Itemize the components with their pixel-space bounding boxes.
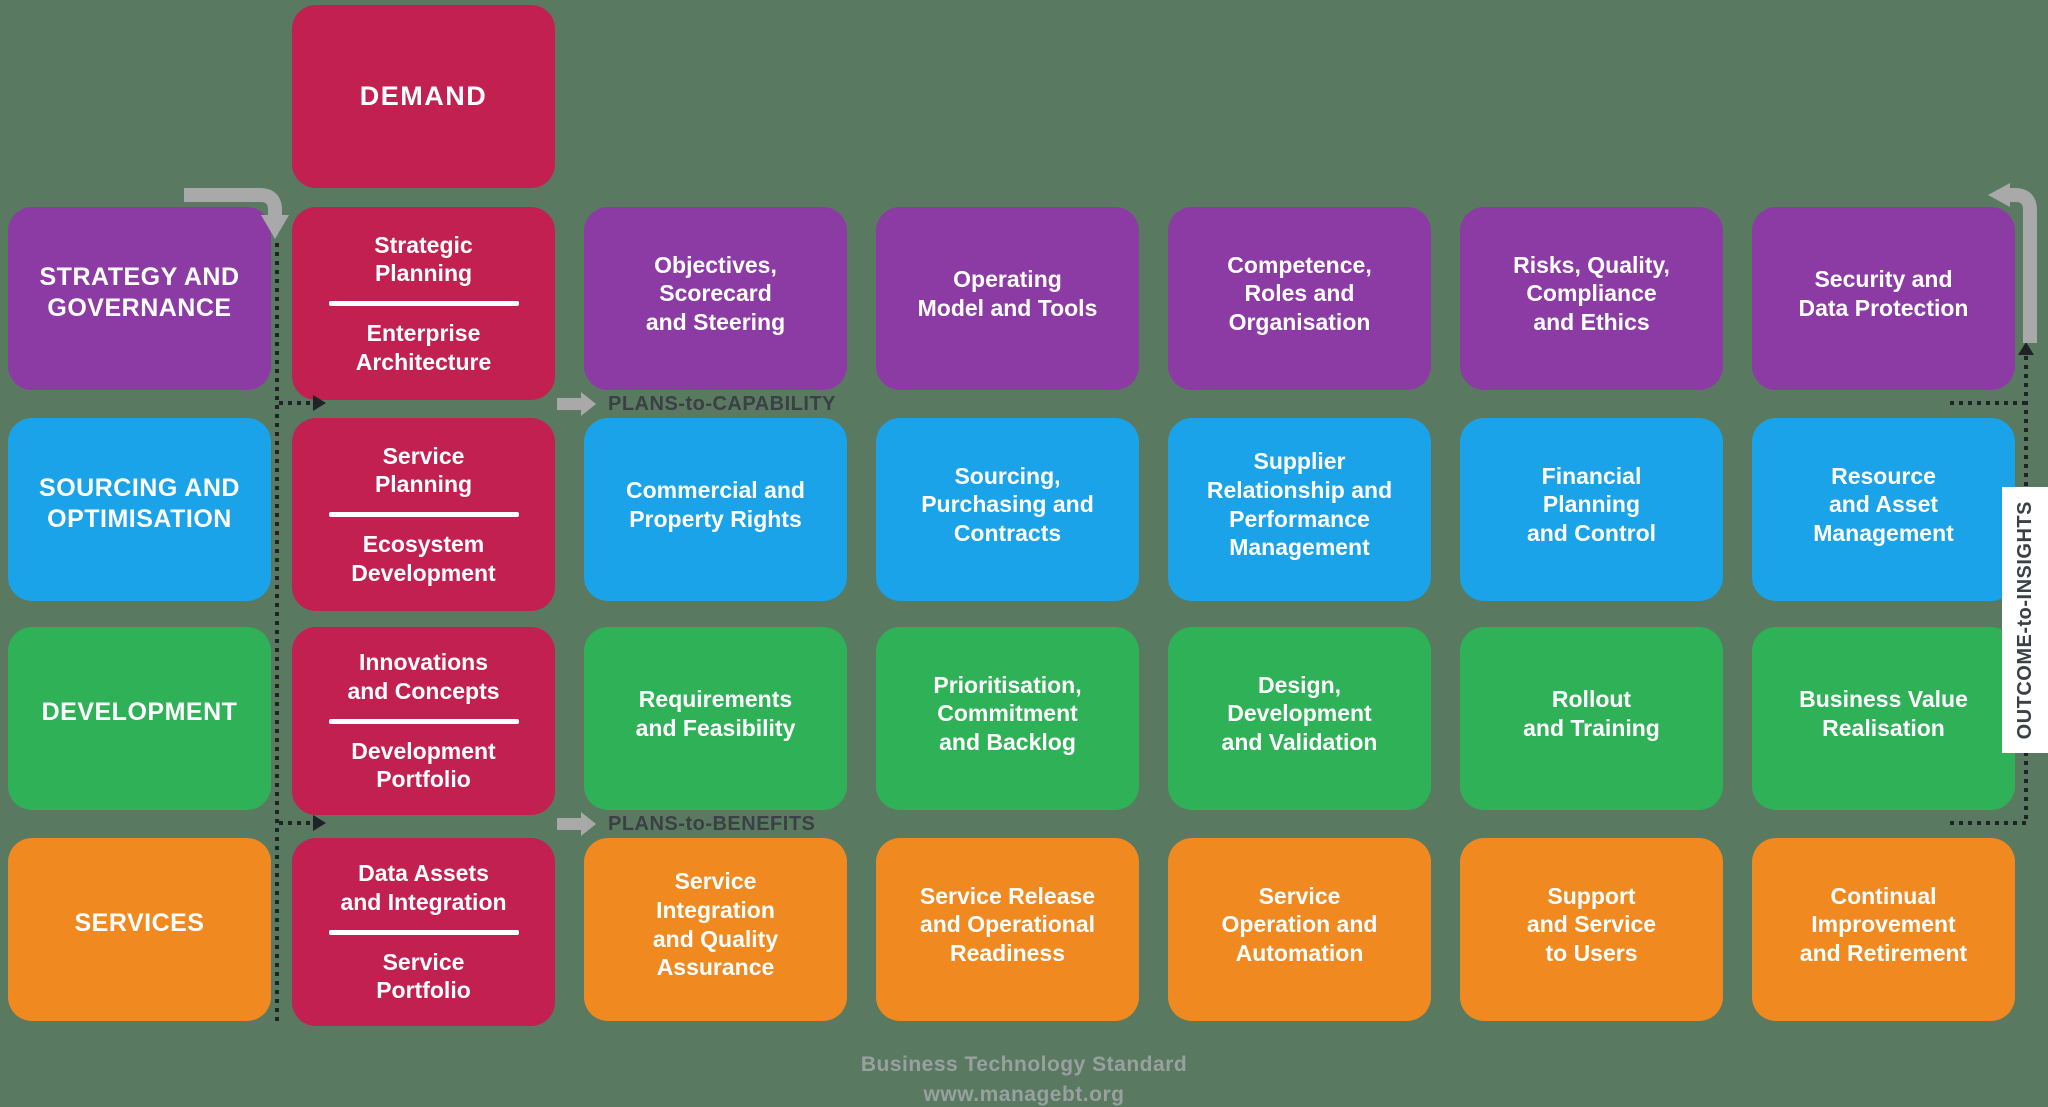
cell-competence-roles-organisation: Competence, Roles and Organisation [1168,207,1431,390]
footer-url: www.managebt.org [923,1083,1125,1107]
cell-rollout-training: Rollout and Training [1460,627,1723,810]
cell-financial-planning-control: Financial Planning and Control [1460,418,1723,601]
feedback-arrowhead-up-icon [2018,342,2034,355]
right-dotted-line-h [1950,821,2026,825]
gray-arrow-bar-icon [557,398,581,410]
row-label-services: SERVICES [8,838,271,1021]
cell-prioritisation-commitment-backlog: Prioritisation, Commitment and Backlog [876,627,1139,810]
flow-arrow-feedback-left-icon [1988,183,2037,343]
cell-service-integration-quality-assurance: Service Integration and Quality Assuranc… [584,838,847,1021]
cell-service-operation-automation: Service Operation and Automation [1168,838,1431,1021]
plans-to-benefits-text: PLANS-to-BENEFITS [608,812,816,835]
branch-dotted-line [279,821,313,825]
core-divider [328,512,519,517]
footer-title: Business Technology Standard [860,1053,1188,1076]
core-box-service-planning: Service Planning Ecosystem Development [292,418,555,611]
outcome-to-insights-label: OUTCOME-to-INSIGHTS [2002,487,2048,753]
plans-to-capability-label: PLANS-to-CAPABILITY [557,391,836,417]
gray-arrow-tip-icon [581,392,596,416]
right-dotted-line-h [1950,401,2026,405]
row-label-strategy-and-governance: STRATEGY AND GOVERNANCE [8,207,271,390]
cell-operating-model-tools: Operating Model and Tools [876,207,1139,390]
core-divider [328,718,519,724]
plans-to-capability-text: PLANS-to-CAPABILITY [608,392,836,415]
cell-security-data-protection: Security and Data Protection [1752,207,2015,390]
core-box-innovations-concepts: Innovations and Concepts Development Por… [292,627,555,815]
cell-business-value-realisation: Business Value Realisation [1752,627,2015,810]
cell-supplier-relationship-performance: Supplier Relationship and Performance Ma… [1168,418,1431,601]
branch-arrowhead-right-icon [313,395,326,411]
cell-design-development-validation: Design, Development and Validation [1168,627,1431,810]
demand-label: DEMAND [359,80,488,111]
gray-arrow-bar-icon [557,818,581,830]
core-divider [328,301,519,306]
flow-arrow-demand-down-icon [184,188,289,239]
cell-objectives-scorecard-steering: Objectives, Scorecard and Steering [584,207,847,390]
cell-resource-asset-management: Resource and Asset Management [1752,418,2015,601]
cell-commercial-property-rights: Commercial and Property Rights [584,418,847,601]
row-label-development: DEVELOPMENT [8,627,271,810]
gray-arrow-tip-icon [581,812,596,836]
left-dotted-line [275,243,279,1021]
cell-service-release-operational-readiness: Service Release and Operational Readines… [876,838,1139,1021]
core-divider [328,929,519,935]
box-demand: DEMAND [292,5,555,188]
cell-risks-quality-compliance-ethics: Risks, Quality, Compliance and Ethics [1460,207,1723,390]
cell-continual-improvement-retirement: Continual Improvement and Retirement [1752,838,2015,1021]
core-box-strategic-planning: Strategic Planning Enterprise Architectu… [292,207,555,400]
plans-to-benefits-label: PLANS-to-BENEFITS [557,811,815,837]
cell-support-service-users: Support and Service to Users [1460,838,1723,1021]
cell-sourcing-purchasing-contracts: Sourcing, Purchasing and Contracts [876,418,1139,601]
core-box-data-assets-integration: Data Assets and Integration Service Port… [292,838,555,1026]
outcome-to-insights-text: OUTCOME-to-INSIGHTS [2013,500,2036,740]
cell-requirements-feasibility: Requirements and Feasibility [584,627,847,810]
branch-arrowhead-right-icon [313,815,326,831]
branch-dotted-line [279,401,313,405]
footer: Business Technology Standard www.manageb… [0,1050,2048,1107]
row-label-sourcing-and-optimisation: SOURCING AND OPTIMISATION [8,418,271,601]
